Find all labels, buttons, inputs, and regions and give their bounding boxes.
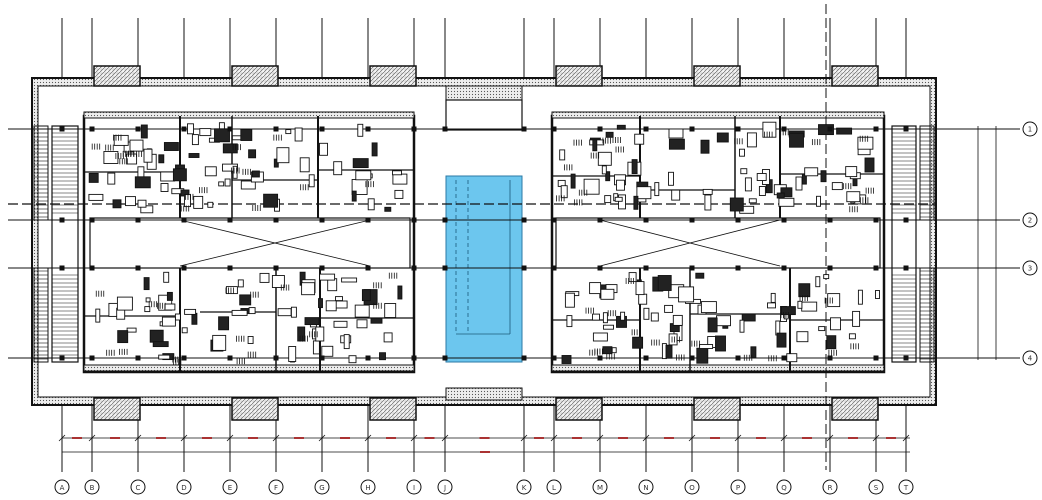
grid-bubble-label: F bbox=[274, 484, 278, 492]
balcony-top-3 bbox=[369, 65, 417, 87]
grid-bubble: P bbox=[730, 479, 746, 495]
grid-bubble: F bbox=[268, 479, 284, 495]
grid-bubble: J bbox=[437, 479, 453, 495]
grid-bubble: 2 bbox=[1022, 212, 1038, 228]
balcony-top-1 bbox=[93, 65, 141, 87]
balcony-bottom-3 bbox=[369, 397, 417, 421]
grid-bubble-label: P bbox=[736, 484, 740, 492]
grid-bubble-label: B bbox=[90, 484, 95, 492]
grid-bubble: D bbox=[176, 479, 192, 495]
grid-bubble: Q bbox=[776, 479, 792, 495]
grid-bubble: G bbox=[314, 479, 330, 495]
grid-bubble: 1 bbox=[1022, 121, 1038, 137]
stair-core bbox=[445, 85, 523, 401]
grid-bubble: M bbox=[592, 479, 608, 495]
grid-bubble: N bbox=[638, 479, 654, 495]
grid-bubble: H bbox=[360, 479, 376, 495]
balcony-bottom-1 bbox=[93, 397, 141, 421]
grid-bubble-label: N bbox=[643, 484, 648, 492]
grid-bubble-label: A bbox=[60, 484, 65, 492]
grid-bubble: 3 bbox=[1022, 260, 1038, 276]
grid-bubble-label: L bbox=[552, 484, 556, 492]
balcony-bottom-2 bbox=[231, 397, 279, 421]
grid-bubble-label: D bbox=[181, 484, 186, 492]
grid-bubbles-bottom: A B C D E F G H I J K L M N O P Q R S T bbox=[54, 479, 914, 495]
balcony-bottom-6 bbox=[831, 397, 879, 421]
balcony-top-5 bbox=[693, 65, 741, 87]
grid-bubble: B bbox=[84, 479, 100, 495]
grid-bubble-label: K bbox=[522, 484, 527, 492]
grid-bubble-label: C bbox=[136, 484, 141, 492]
grid-bubble: K bbox=[516, 479, 532, 495]
structural-columns bbox=[59, 126, 909, 361]
grid-bubble: L bbox=[546, 479, 562, 495]
grid-bubble: S bbox=[868, 479, 884, 495]
dimension-texts bbox=[72, 437, 896, 453]
grid-bubble-label: 2 bbox=[1028, 217, 1032, 225]
balcony-top-4 bbox=[555, 65, 603, 87]
stair-core-highlight bbox=[445, 175, 523, 363]
right-dimension-lines bbox=[970, 126, 1004, 360]
grid-bubble-label: O bbox=[689, 484, 695, 492]
grid-bubble-label: M bbox=[597, 484, 603, 492]
grid-bubble-label: G bbox=[319, 484, 324, 492]
grid-bubble-label: J bbox=[443, 484, 446, 492]
grid-bubble-label: Q bbox=[781, 484, 787, 492]
grid-bubble: E bbox=[222, 479, 238, 495]
balcony-top-2 bbox=[231, 65, 279, 87]
grid-bubble-label: 3 bbox=[1028, 265, 1032, 273]
grid-bubble-label: T bbox=[903, 484, 909, 492]
grid-bubbles-right: 1 2 3 4 bbox=[1022, 121, 1038, 366]
balcony-bottom-4 bbox=[555, 397, 603, 421]
grid-bubble: 4 bbox=[1022, 350, 1038, 366]
balcony-top-6 bbox=[831, 65, 879, 87]
grid-bubble-label: R bbox=[828, 484, 833, 492]
grid-bubble: O bbox=[684, 479, 700, 495]
grid-bubble: C bbox=[130, 479, 146, 495]
grid-bubble-label: H bbox=[365, 484, 370, 492]
grid-bubble: T bbox=[898, 479, 914, 495]
grid-bubble-label: 1 bbox=[1028, 126, 1032, 134]
grid-bubble-label: E bbox=[228, 484, 232, 492]
grid-bubble-label: 4 bbox=[1028, 355, 1033, 363]
balcony-bottom-5 bbox=[693, 397, 741, 421]
grid-bubble: A bbox=[54, 479, 70, 495]
grid-bubble-label: I bbox=[413, 484, 415, 492]
grid-bubble: R bbox=[822, 479, 838, 495]
furniture-symbols bbox=[88, 121, 880, 365]
grid-bubble-label: S bbox=[874, 484, 879, 492]
grid-bubble: I bbox=[406, 479, 422, 495]
